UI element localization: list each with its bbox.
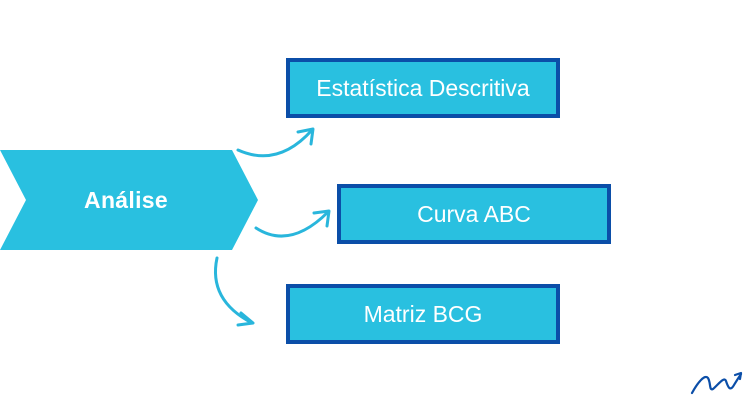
branch-node-3: Matriz BCG (286, 284, 560, 344)
arrow-to-branch-2 (254, 209, 331, 238)
branch-node-3-label: Matriz BCG (363, 300, 483, 327)
root-node-label: Análise (84, 186, 168, 213)
scribble-logo-arrowhead-icon (733, 371, 743, 381)
branch-node-1: Estatística Descritiva (286, 58, 560, 118)
branch-node-2-label: Curva ABC (417, 200, 531, 227)
arrow-to-branch-3 (214, 256, 255, 327)
branch-node-2: Curva ABC (337, 184, 611, 244)
scribble-logo-icon (690, 372, 743, 395)
arrow-to-branch-1 (236, 127, 315, 158)
root-chevron-shape (0, 150, 258, 250)
branch-node-1-label: Estatística Descritiva (316, 74, 530, 101)
